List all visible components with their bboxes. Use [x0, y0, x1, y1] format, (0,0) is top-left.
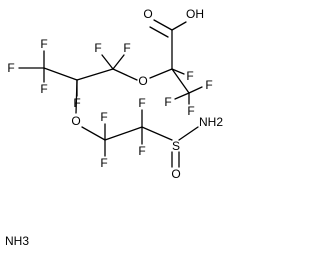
sulfonyl-oxygen-label: O [171, 167, 180, 181]
c6-fluorine-down-label: F [40, 82, 47, 96]
c4-fluorine-right-label: F [123, 41, 130, 55]
bond-c2-f [171, 68, 185, 75]
bonds [18, 19, 203, 168]
counter-ion-label: NH3 [5, 234, 29, 248]
c7-fluorine-down-label: F [100, 156, 107, 170]
bond-c1-oh [171, 21, 187, 31]
c8-fluorine-up-label: F [138, 96, 145, 110]
bond-c3-f-right [188, 86, 203, 94]
c5-fluorine-label: F [73, 96, 80, 110]
c3-fluorine-right-label: F [205, 78, 212, 92]
bond-c4-c5 [76, 68, 114, 81]
sulfonamide-label: NH2 [199, 115, 223, 129]
bond-o-ether-c4 [112, 68, 138, 81]
acid-hydroxyl-label: OH [186, 7, 204, 21]
bond-c1-o-double-b [149, 26, 169, 38]
bond-s-n [178, 126, 199, 141]
bond-c4-f-left [101, 54, 114, 70]
bond-c4-f-right [112, 54, 125, 70]
bond-c3-f-left [174, 92, 190, 100]
bond-c1-o-double-a [153, 19, 173, 31]
c4-fluorine-left-label: F [94, 41, 101, 55]
bond-c2-c3 [171, 68, 190, 94]
c6-fluorine-up-label: F [40, 37, 47, 51]
c3-fluorine-down-label: F [187, 104, 194, 118]
acid-carbonyl-oxygen-label: O [143, 7, 152, 21]
sulfur-label: S [172, 139, 180, 153]
c6-fluorine-left-label: F [7, 61, 14, 75]
bond-c7-c8 [104, 126, 143, 141]
bond-c5-o-ether [75, 79, 78, 114]
c3-fluorine-left-label: F [164, 95, 171, 109]
bond-c2-o-ether [149, 68, 173, 79]
c7-fluorine-up-label: F [100, 110, 107, 124]
chemical-structure-diagram: O OH F F F F O F F F F F F O F F F F S N… [5, 7, 223, 248]
lower-ether-oxygen-label: O [71, 114, 80, 128]
c8-fluorine-down-label: F [138, 144, 145, 158]
bond-o-ether-c7 [81, 126, 106, 141]
c2-fluorine-label: F [186, 69, 193, 83]
upper-ether-oxygen-label: O [138, 74, 147, 88]
atom-labels: O OH F F F F O F F F F F F O F F F F S N… [5, 7, 223, 248]
bond-c5-c6 [43, 67, 78, 81]
bond-c8-s [141, 126, 173, 141]
